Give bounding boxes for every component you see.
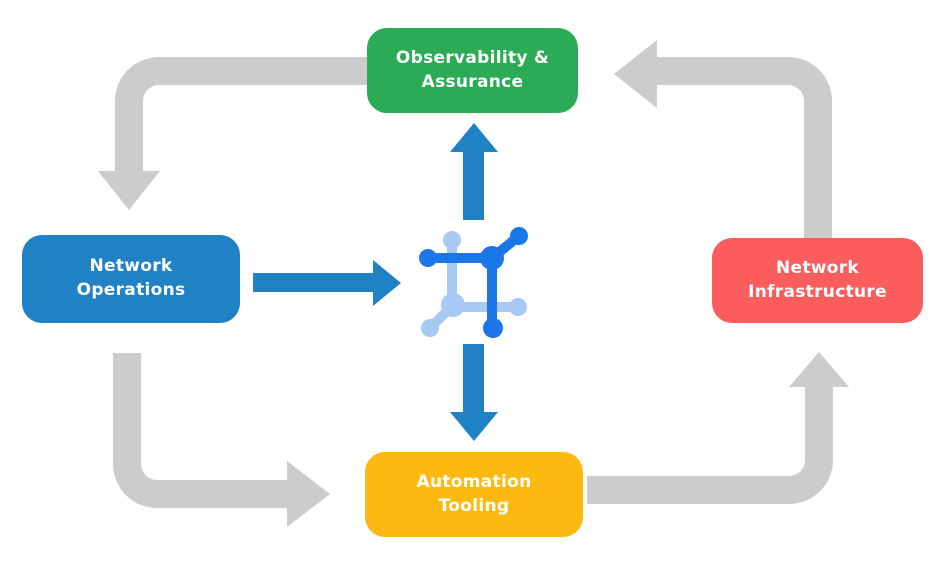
network-mesh-icon [419, 227, 528, 338]
node-label-line: Network [775, 257, 860, 278]
node-label-line: Operations [76, 280, 186, 300]
arrowhead-left-icon [614, 40, 657, 108]
arrow-operations-to-automation [113, 353, 287, 508]
node-label-line: Automation [416, 471, 532, 492]
arrow-automation-to-infrastructure [587, 387, 833, 504]
node-label-line: Assurance [421, 71, 524, 92]
node-label-line: Network [89, 256, 173, 277]
node-label-line: Observability & [395, 47, 550, 68]
arrow-infrastructure-to-observability [657, 57, 832, 238]
arrowhead-down-icon [450, 412, 498, 441]
arrow-platform-to-automation [463, 344, 484, 414]
node-label-line: Tooling [438, 495, 510, 516]
node-network-infrastructure: Network Infrastructure [712, 238, 923, 323]
arrowhead-up-icon [450, 123, 498, 152]
arrow-platform-to-observability [463, 150, 484, 220]
arrowhead-right-icon [373, 260, 401, 306]
arrow-observability-to-operations [115, 57, 367, 172]
node-network-operations: Network Operations [22, 235, 240, 323]
node-automation-tooling: Automation Tooling [365, 452, 583, 537]
node-label-line: Infrastructure [748, 281, 887, 302]
arrowhead-up-icon [789, 352, 849, 387]
node-observability-assurance: Observability & Assurance [367, 28, 578, 113]
arrowhead-down-icon [98, 171, 160, 210]
arrowhead-right-icon [287, 461, 330, 527]
arrow-operations-to-platform [253, 273, 373, 292]
